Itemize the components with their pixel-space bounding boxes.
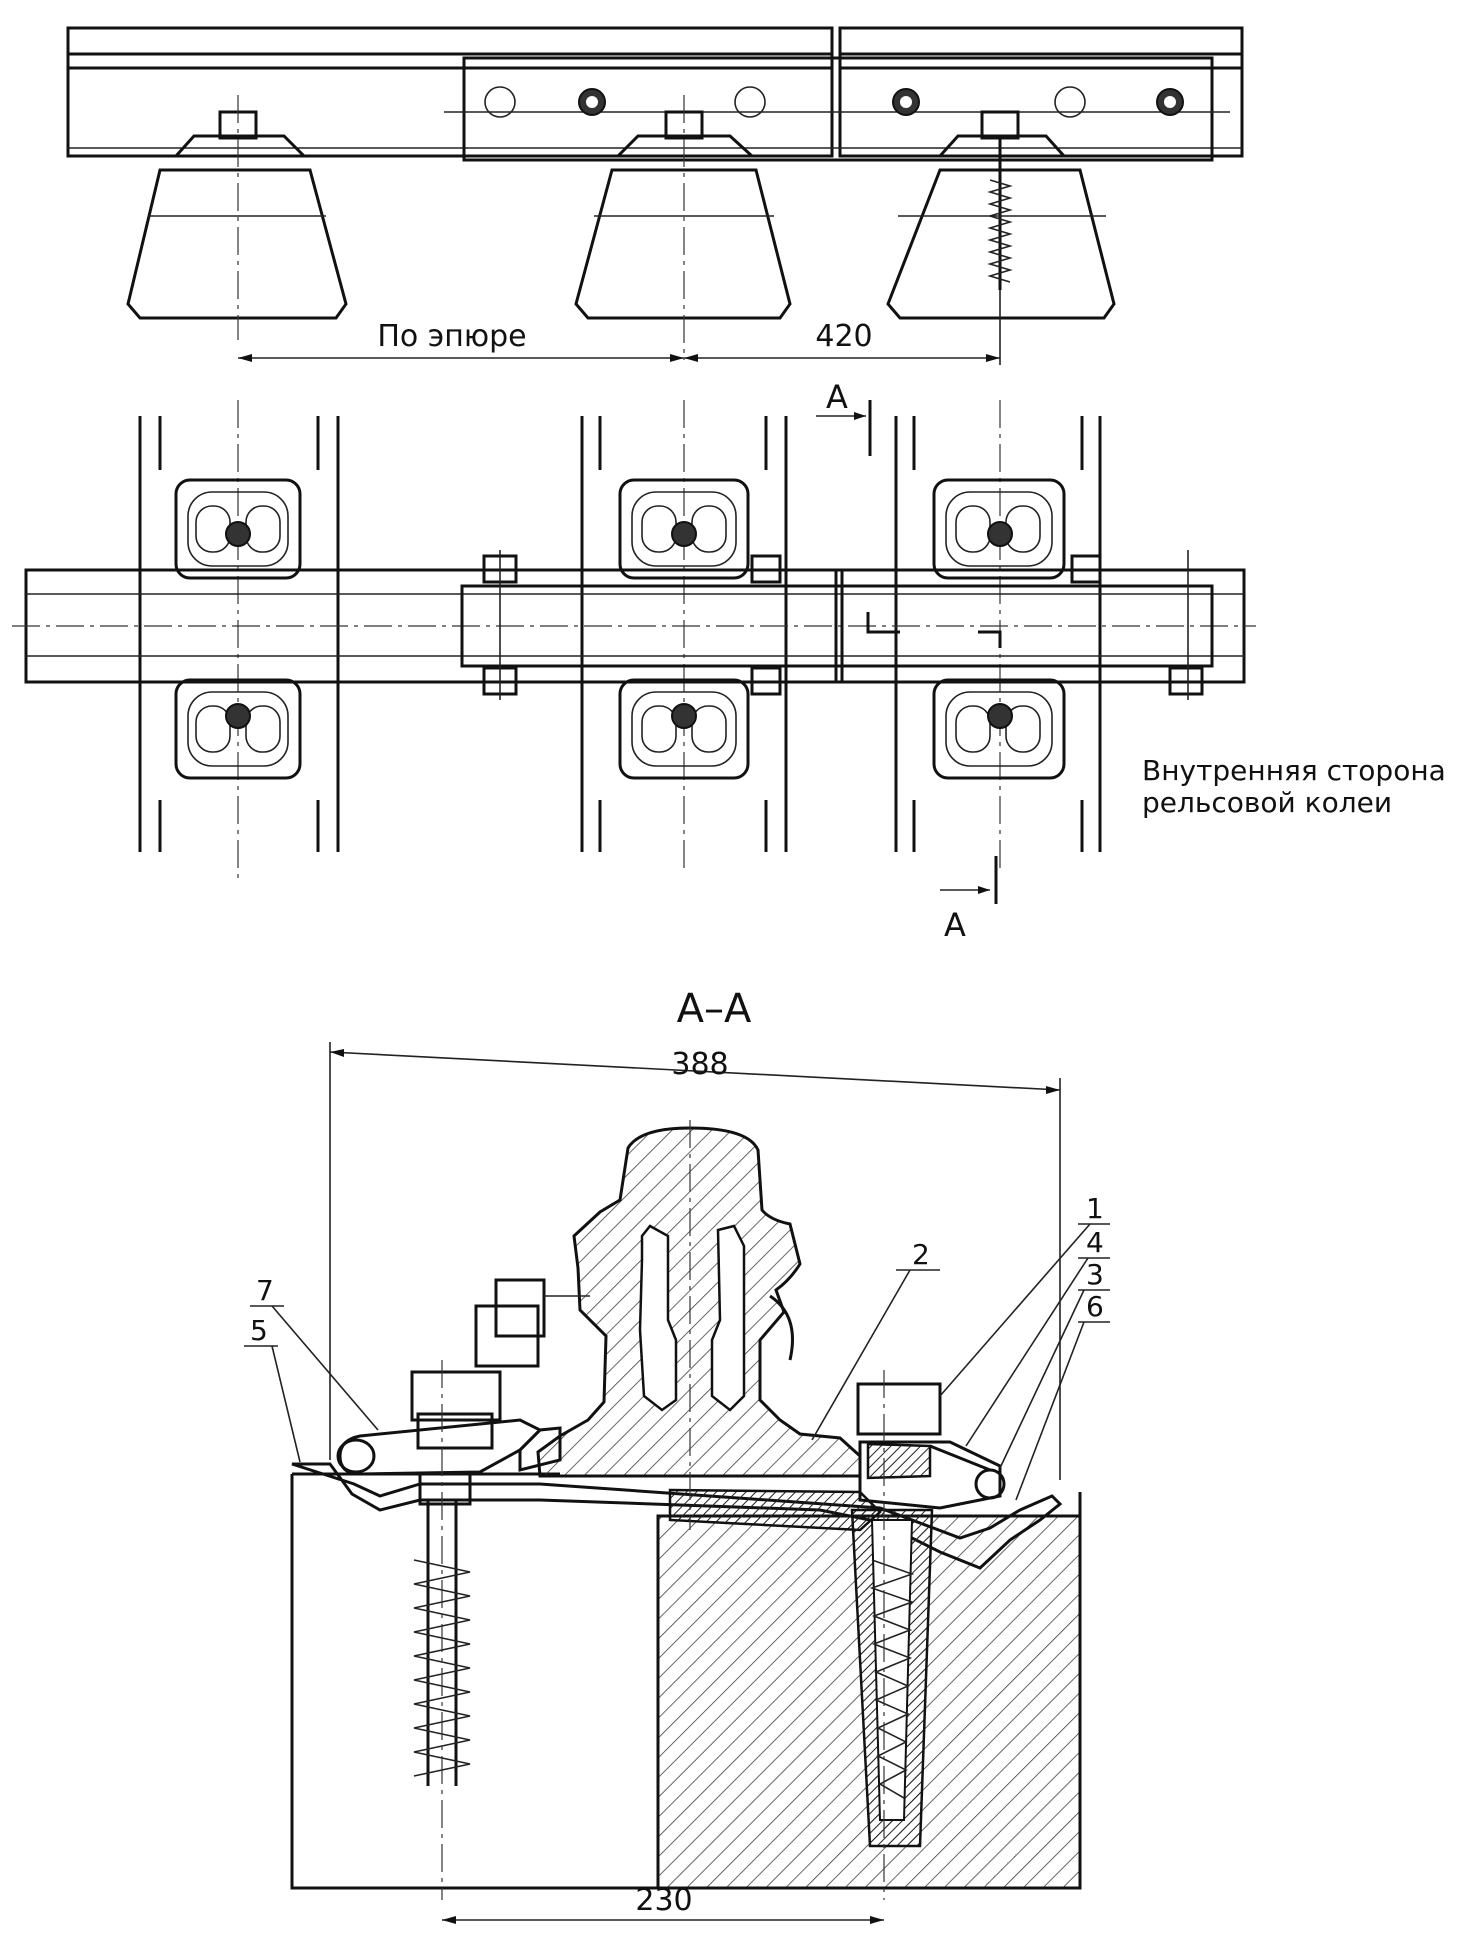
dimension-388: 388 <box>329 1042 1061 1480</box>
rail-side-bolt <box>474 1278 794 1368</box>
right-screw-and-dowel <box>850 1370 934 1900</box>
callout-3: 3 <box>1086 1258 1104 1291</box>
joint-bar-side <box>444 56 1230 162</box>
left-clip-assembly <box>336 1370 562 1506</box>
dim-388-label: 388 <box>671 1047 728 1082</box>
rail-cross-section <box>536 1120 862 1530</box>
section-mark-label-bottom: А <box>944 906 966 944</box>
plan-view: А А <box>12 378 1446 944</box>
left-screw <box>413 1360 471 1900</box>
sleeper-side-1 <box>126 95 348 340</box>
inner-side-label-line1: Внутренняя сторона <box>1142 754 1446 787</box>
section-mark-top: А <box>816 378 872 456</box>
inner-side-label-line2: рельсовой колеи <box>1142 786 1392 819</box>
dimension-230: 230 <box>442 1883 884 1924</box>
callout-2: 2 <box>912 1238 930 1271</box>
callout-6: 6 <box>1086 1290 1104 1323</box>
callout-numbers: 1 4 3 6 2 7 5 <box>250 1192 1104 1347</box>
section-mark-label-top: А <box>826 378 848 416</box>
rail-plan <box>12 568 1256 684</box>
sleeper-plan-1 <box>138 400 340 880</box>
fastening-plan-3a <box>932 478 1066 580</box>
side-elevation-view: По эпюре 420 <box>66 26 1244 365</box>
callout-leaders <box>244 1223 1110 1501</box>
dim-230-label: 230 <box>635 1883 692 1918</box>
joint-bolts-plan <box>482 550 1204 700</box>
section-mark-bottom: А <box>940 856 998 944</box>
dimension-sleeper-spacing: По эпюре 420 <box>238 290 1001 365</box>
fastening-plan-1a <box>174 478 302 580</box>
fastening-plan-3b <box>932 678 1066 780</box>
screw-side <box>987 135 1013 290</box>
sleeper-plan-3 <box>894 400 1102 870</box>
sleeper-side-2 <box>574 95 792 360</box>
fastening-plan-1b <box>174 678 302 780</box>
callout-7: 7 <box>256 1274 274 1307</box>
sleeper-side-3 <box>886 110 1116 320</box>
callout-1: 1 <box>1086 1192 1104 1225</box>
right-clip-assembly <box>856 1382 1006 1510</box>
spacing-by-diagram-label: По эпюре <box>377 319 526 354</box>
fastening-plan-2b <box>618 678 750 780</box>
callout-5: 5 <box>250 1314 268 1347</box>
fastening-plan-2a <box>618 478 750 580</box>
rail-side <box>66 26 1244 158</box>
callout-4: 4 <box>1086 1226 1104 1259</box>
joint-bolt-holes <box>484 86 1184 118</box>
section-view: А–А 388 <box>244 986 1110 1924</box>
dim-420-label: 420 <box>815 319 872 354</box>
section-title: А–А <box>677 986 752 1032</box>
sleeper-plan-2 <box>580 400 788 870</box>
